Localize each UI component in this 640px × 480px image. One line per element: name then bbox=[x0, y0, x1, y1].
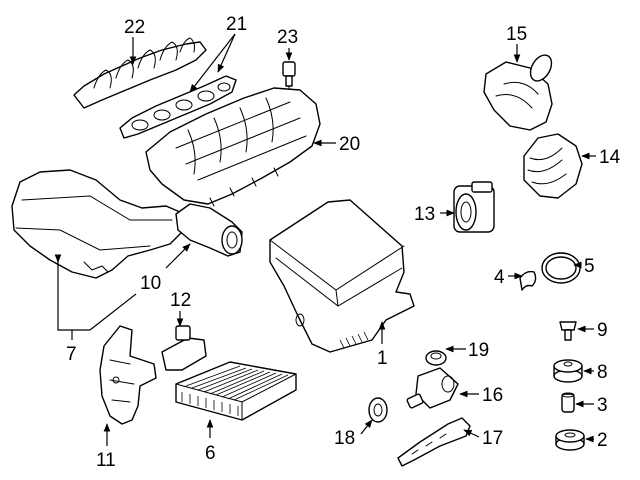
callout-22: 22 bbox=[124, 17, 145, 38]
part-22-manifold-runner bbox=[73, 37, 207, 109]
callout-9: 9 bbox=[597, 320, 608, 341]
callout-19: 19 bbox=[468, 340, 489, 361]
callout-4: 4 bbox=[494, 267, 505, 288]
callout-17: 17 bbox=[482, 428, 503, 449]
part-12-resonator bbox=[161, 325, 207, 371]
callout-18: 18 bbox=[334, 428, 355, 449]
callout-21: 21 bbox=[226, 14, 247, 35]
part-2-grommet bbox=[555, 429, 585, 451]
callout-6: 6 bbox=[205, 443, 216, 464]
leader-lines bbox=[54, 33, 596, 446]
part-20-intake-manifold bbox=[145, 87, 321, 207]
part-23-sensor bbox=[282, 61, 296, 93]
callout-10: 10 bbox=[140, 273, 161, 294]
part-11-heat-shield bbox=[99, 325, 157, 425]
part-3-sleeve bbox=[561, 392, 575, 413]
callout-7: 7 bbox=[66, 344, 77, 365]
callout-1: 1 bbox=[377, 348, 388, 369]
part-5-o-ring bbox=[541, 252, 581, 284]
part-15-air-hose bbox=[483, 54, 553, 131]
part-21-gasket bbox=[119, 75, 237, 139]
part-17-bracket bbox=[397, 417, 471, 467]
part-9-bolt bbox=[559, 321, 577, 341]
callout-15: 15 bbox=[506, 24, 527, 45]
callout-13: 13 bbox=[414, 204, 435, 225]
callout-11: 11 bbox=[96, 450, 116, 471]
callout-labels: 22 21 23 20 15 14 13 5 4 9 8 3 2 19 16 1… bbox=[66, 14, 621, 471]
part-10-duct-boot bbox=[175, 203, 243, 257]
callout-3: 3 bbox=[597, 395, 608, 416]
callout-23: 23 bbox=[277, 27, 298, 48]
callout-5: 5 bbox=[584, 256, 595, 277]
part-16-idle-valve bbox=[406, 367, 459, 409]
callout-20: 20 bbox=[339, 134, 360, 155]
part-1-air-cleaner-housing bbox=[269, 199, 415, 353]
callout-8: 8 bbox=[597, 362, 608, 383]
part-8-mount bbox=[553, 359, 583, 383]
callout-2: 2 bbox=[597, 430, 608, 451]
part-19-plug bbox=[425, 350, 447, 366]
part-4-clip bbox=[519, 270, 537, 291]
callout-12: 12 bbox=[170, 290, 191, 311]
part-13-maf-sensor bbox=[453, 181, 495, 233]
callout-16: 16 bbox=[482, 385, 503, 406]
part-14-air-boot bbox=[523, 133, 583, 199]
callout-14: 14 bbox=[599, 147, 621, 168]
part-7-intake-duct bbox=[11, 169, 183, 279]
part-18-seal bbox=[368, 397, 388, 423]
part-6-air-filter bbox=[175, 361, 297, 421]
